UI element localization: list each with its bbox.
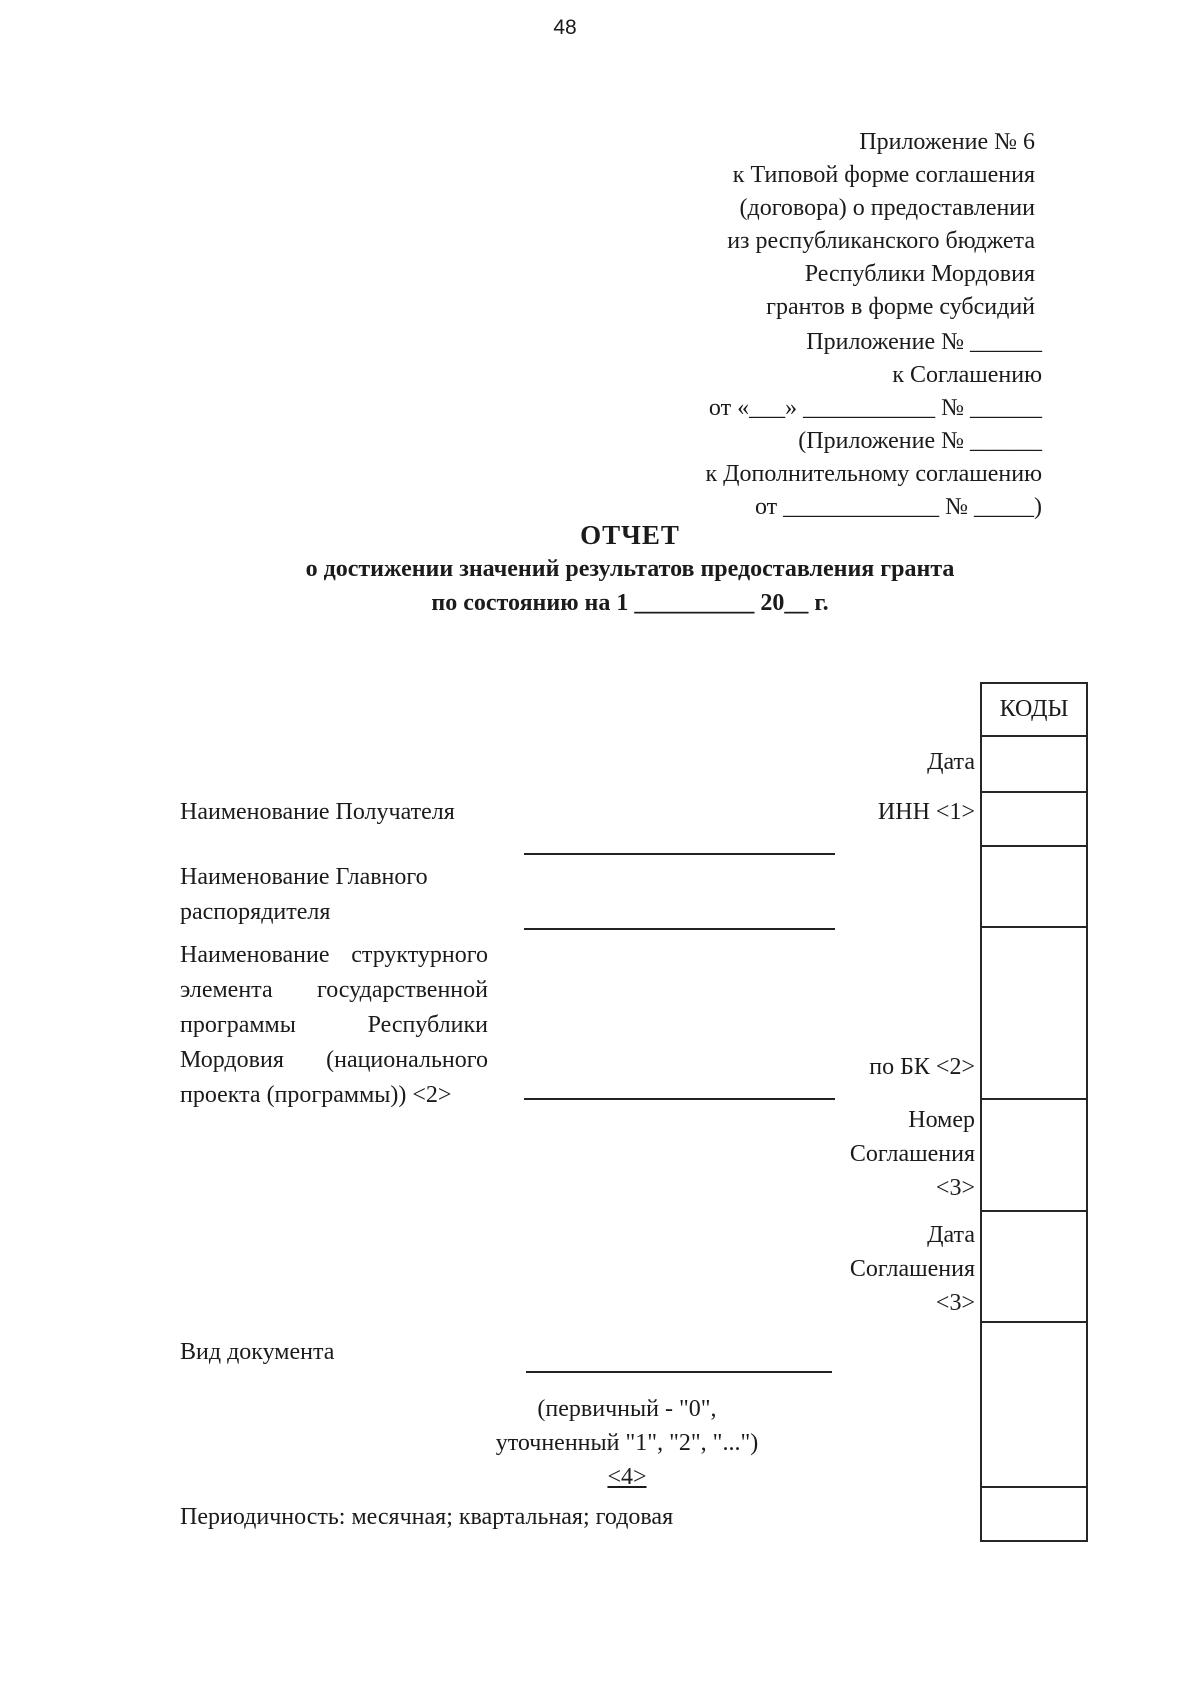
code-cell-agreement-number bbox=[980, 1098, 1088, 1212]
agreement-header-line: к Дополнительному соглашению bbox=[705, 461, 1042, 487]
page-number: 48 bbox=[553, 16, 577, 39]
agreement-header-line: от «___» ___________ № ______ bbox=[708, 395, 1042, 421]
code-cell-periodicity bbox=[980, 1486, 1088, 1542]
label-program-element: Наименование структурного элемента госуд… bbox=[180, 942, 488, 1108]
report-subtitle: о достижении значений результатов предос… bbox=[305, 556, 955, 582]
agreement-header-line: Приложение № ______ bbox=[806, 329, 1042, 355]
agreement-header-line: к Соглашению bbox=[892, 362, 1042, 388]
report-title: ОТЧЕТ bbox=[580, 520, 680, 550]
appendix-header-line: Приложение № 6 bbox=[859, 129, 1035, 155]
appendix-header-line: из республиканского бюджета bbox=[727, 228, 1035, 254]
appendix-header-line: к Типовой форме соглашения bbox=[732, 162, 1035, 188]
appendix-header-line: Республики Мордовия bbox=[804, 261, 1035, 287]
code-cell-agreement-date bbox=[980, 1210, 1088, 1323]
document-type-note-line: (первичный - "0", bbox=[537, 1396, 717, 1422]
agreement-header-line: от _____________ № _____) bbox=[754, 494, 1042, 520]
appendix-header-line: грантов в форме субсидий bbox=[766, 294, 1035, 320]
fill-line-program-element bbox=[524, 1098, 835, 1100]
appendix-header-line: (договора) о предоставлении bbox=[739, 195, 1035, 221]
code-cell-document-type bbox=[980, 1321, 1088, 1488]
label-date: Дата bbox=[927, 749, 975, 775]
report-title-block: ОТЧЕТ о достижении значений результатов … bbox=[240, 518, 1020, 620]
label-periodicity: Периодичность: месячная; квартальная; го… bbox=[180, 1504, 674, 1530]
label-po-bk: по БК <2> bbox=[869, 1054, 975, 1080]
label-recipient: Наименование Получателя bbox=[180, 799, 455, 825]
label-agreement-date: Дата Соглашения <3> bbox=[849, 1222, 975, 1316]
code-cell-inn bbox=[980, 791, 1088, 847]
label-chief-manager: Наименование Главного распорядителя bbox=[180, 864, 428, 925]
report-date-line: по состоянию на 1 __________ 20__ г. bbox=[431, 590, 829, 616]
fill-line-recipient bbox=[524, 853, 835, 855]
code-cell-date bbox=[980, 735, 1088, 793]
appendix-header: Приложение № 6 к Типовой форме соглашени… bbox=[727, 126, 1035, 324]
document-type-note: (первичный - "0", уточненный "1", "2", "… bbox=[442, 1392, 812, 1494]
codes-table: КОДЫ bbox=[980, 682, 1088, 1542]
label-inn: ИНН <1> bbox=[877, 799, 975, 825]
document-type-note-ref: <4> bbox=[607, 1464, 647, 1490]
label-agreement-number: Номер Соглашения <3> bbox=[849, 1107, 975, 1201]
agreement-header-line: (Приложение № ______ bbox=[798, 428, 1042, 454]
code-cell-po-bk bbox=[980, 926, 1088, 1100]
code-cell-chief-manager bbox=[980, 845, 1088, 928]
fill-line-chief-manager bbox=[524, 928, 835, 930]
codes-header-cell: КОДЫ bbox=[980, 682, 1088, 737]
label-document-type: Вид документа bbox=[180, 1339, 335, 1365]
document-type-note-line: уточненный "1", "2", "...") bbox=[495, 1430, 759, 1456]
fill-line-document-type bbox=[526, 1371, 832, 1373]
agreement-appendix-header: Приложение № ______ к Соглашению от «___… bbox=[705, 326, 1042, 524]
